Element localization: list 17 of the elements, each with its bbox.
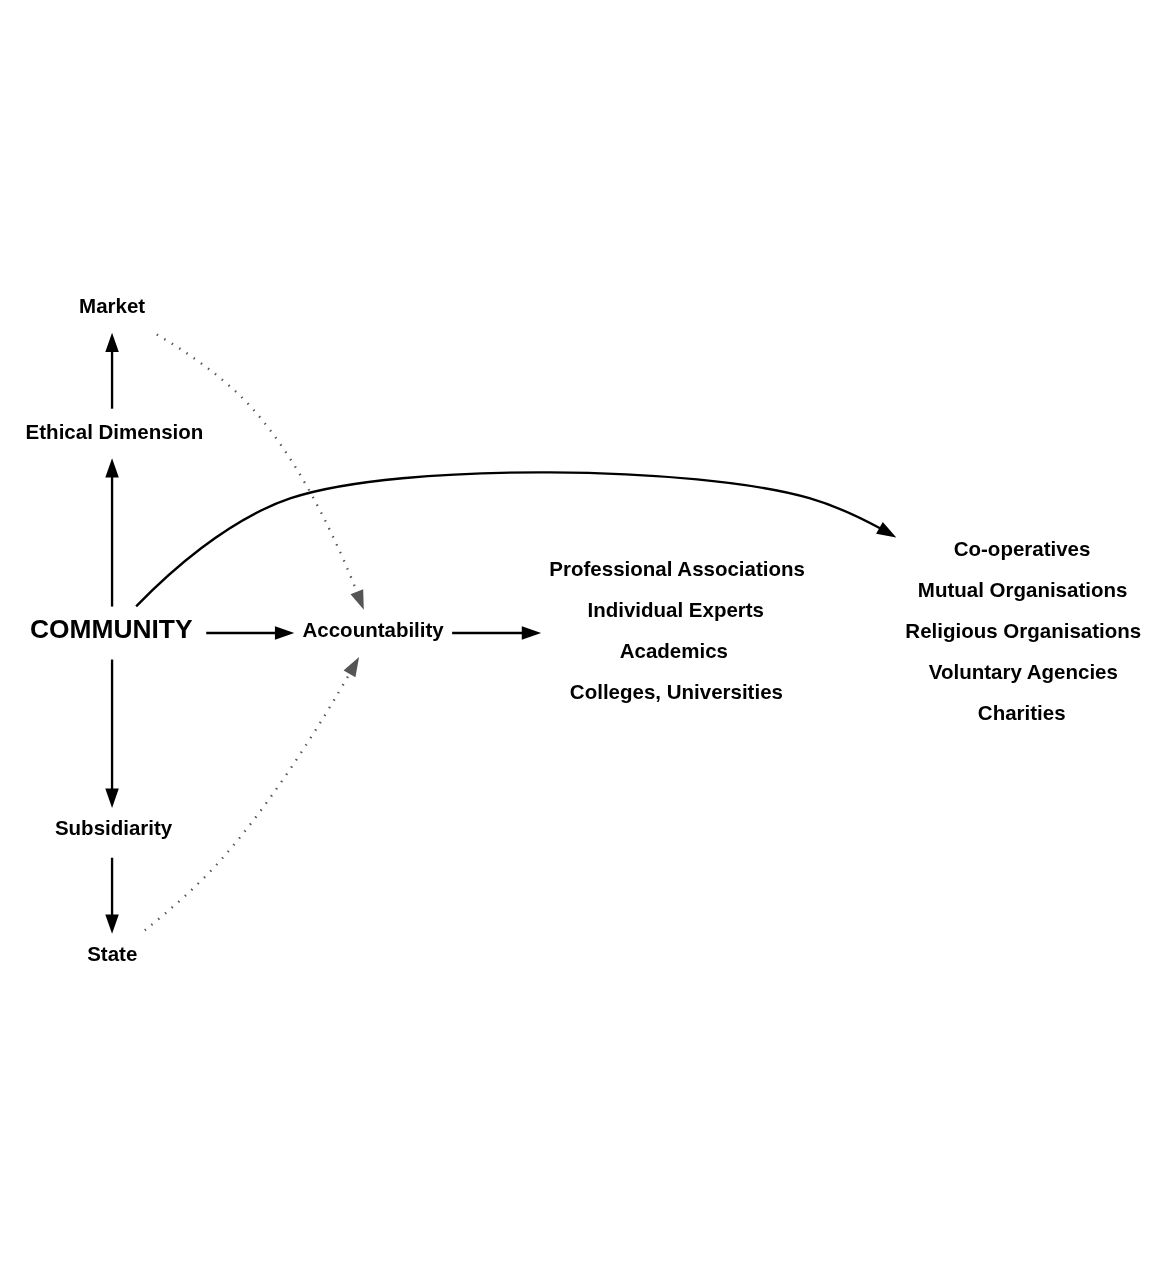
arrow xyxy=(105,458,119,607)
arrow xyxy=(105,857,119,934)
arrow xyxy=(105,332,119,409)
arrow xyxy=(105,659,119,808)
arrow xyxy=(206,626,295,640)
arrow xyxy=(156,333,364,610)
node-text: Accountability xyxy=(302,617,444,641)
node-text: Market xyxy=(79,294,146,318)
node-text: COMMUNITY xyxy=(30,613,193,644)
node-text: State xyxy=(87,941,138,965)
arrow xyxy=(452,626,542,640)
node-text: Subsidiarity xyxy=(54,815,173,839)
arrow xyxy=(144,656,360,932)
node-text: Professional Associations Individual Experts Academics Colleges, Universities xyxy=(549,557,805,704)
node-text: Ethical Dimension xyxy=(25,420,204,444)
arrow xyxy=(135,471,897,608)
node-text: Co-operatives Mutual Organisations Religious Organisations Voluntary Agencies Charities xyxy=(905,536,1142,724)
